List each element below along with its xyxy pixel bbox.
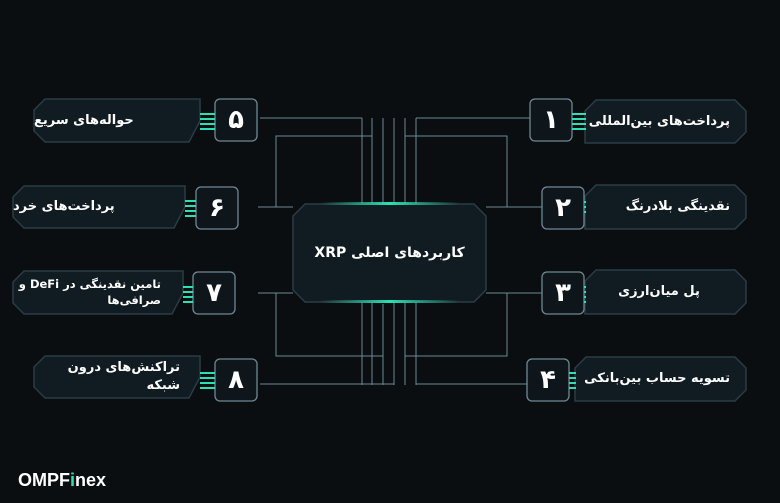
item-label-6: پرداخت‌های خرد (13, 199, 115, 215)
item-number-8: ۸ (228, 365, 244, 395)
item-number-3: ۳ (555, 278, 571, 308)
item-label-3: پل میان‌ارزی (618, 284, 700, 300)
item-label-2: نقدینگی بلادرنگ (625, 199, 730, 215)
item-label-8: تراکنش‌های درون شبکه (67, 360, 180, 393)
hub-title: کاربردهای اصلی XRP (314, 245, 465, 261)
item-number-4: ۴ (540, 365, 556, 395)
connector-lines (258, 117, 542, 385)
brand-logo-suffix: nex (75, 470, 107, 490)
item-number-6: ۶ (209, 193, 225, 223)
brand-logo-prefix: OMPF (18, 470, 70, 490)
glow-connectors (183, 113, 586, 389)
item-number-5: ۵ (228, 105, 244, 135)
label-box-shapes (12, 98, 747, 402)
brand-logo-accent-i: i (70, 470, 76, 490)
hub-box (292, 202, 487, 303)
item-label-4: تسویه حساب بین‌بانکی (584, 371, 730, 387)
number-box-shapes (192, 98, 585, 402)
brand-logo: OMPFinex (18, 470, 106, 491)
item-number-2: ۲ (555, 193, 571, 223)
item-label-7: تامین نقدینگی در DeFi و صرافی‌ها (18, 276, 161, 307)
item-number-7: ۷ (206, 278, 222, 308)
item-number-1: ۱ (543, 105, 559, 135)
item-label-1: پرداخت‌های بین‌المللی (588, 113, 730, 129)
item-label-5: حواله‌های سریع (34, 112, 134, 128)
